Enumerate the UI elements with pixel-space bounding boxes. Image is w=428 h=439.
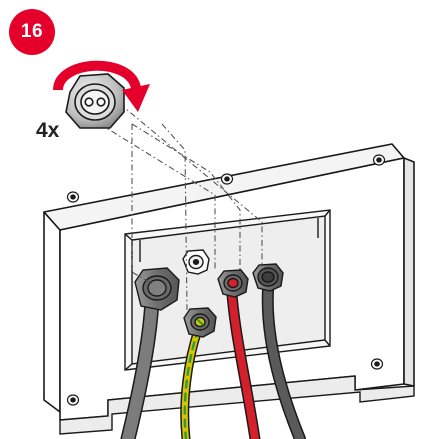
- connection-window: [124, 209, 331, 371]
- screw-bottom-left: [66, 394, 80, 406]
- gland-large-left: [134, 267, 180, 311]
- cables: [120, 284, 306, 439]
- quantity-label: 4x: [36, 119, 60, 142]
- screw-top-left: [66, 191, 80, 203]
- screw-top-mid: [220, 173, 234, 185]
- step-number-badge: 16: [9, 9, 55, 55]
- gland-earth: [183, 307, 217, 338]
- gland-red: [217, 269, 249, 298]
- cable-gland-exploded: [65, 73, 125, 129]
- clockwise-rotation-arrow: [53, 60, 150, 112]
- leader-lines: [99, 103, 263, 311]
- screw-bottom-right: [370, 358, 384, 370]
- plate-bottom-lip: [59, 375, 415, 435]
- gland-dark: [252, 263, 284, 292]
- mounted-glands: [134, 249, 284, 338]
- screw-top-right: [372, 154, 386, 166]
- gland-blank-plug: [182, 249, 210, 275]
- corner-screws: [66, 154, 386, 406]
